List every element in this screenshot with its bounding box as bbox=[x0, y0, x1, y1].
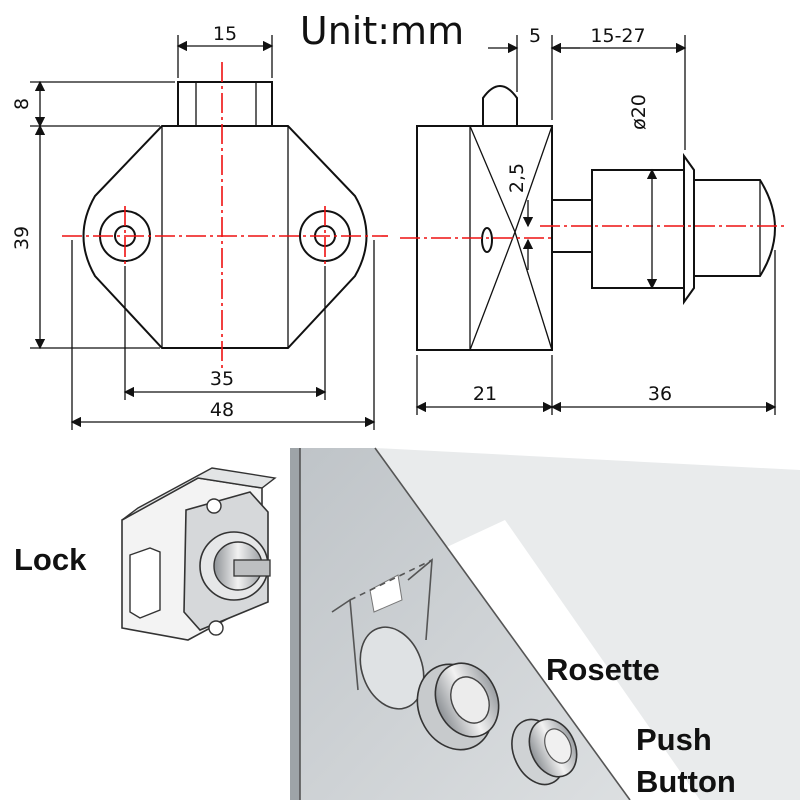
label-rosette: Rosette bbox=[546, 652, 660, 687]
side-pin bbox=[482, 85, 518, 126]
lock-body-illustration bbox=[121, 467, 277, 641]
push-button-part bbox=[511, 718, 578, 786]
cabinet-panel bbox=[300, 448, 630, 800]
dim-body-depth: 21 bbox=[473, 383, 497, 405]
rosette-part bbox=[416, 662, 500, 751]
side-view: 5 15-27 ø20 2,5 21 36 bbox=[400, 25, 785, 415]
push-button-profile bbox=[694, 179, 776, 277]
label-lock: Lock bbox=[14, 542, 87, 577]
dim-offset: 2,5 bbox=[506, 163, 528, 193]
front-view: 15 8 39 35 48 bbox=[11, 23, 388, 430]
body-outline bbox=[82, 125, 368, 349]
label-button: Button bbox=[636, 764, 736, 799]
dim-button-length: 36 bbox=[648, 383, 672, 405]
dim-top-width: 15 bbox=[213, 23, 237, 45]
dim-range: 15-27 bbox=[590, 25, 645, 47]
rosette-flange bbox=[683, 152, 695, 306]
top-tab bbox=[177, 81, 273, 126]
dim-overall-width: 48 bbox=[210, 399, 234, 421]
dim-left-small: 8 bbox=[11, 98, 33, 110]
dim-left-height: 39 bbox=[11, 226, 33, 250]
dim-pin: 5 bbox=[529, 25, 541, 47]
unit-title: Unit:mm bbox=[300, 9, 464, 53]
rosette-cylinder bbox=[591, 169, 685, 289]
dim-hole-spacing: 35 bbox=[210, 368, 234, 390]
panel-hole bbox=[359, 626, 425, 710]
dim-diameter: ø20 bbox=[628, 94, 650, 130]
label-push: Push bbox=[636, 722, 712, 757]
installation-illustration: Lock Rosette Push Button bbox=[14, 447, 800, 800]
